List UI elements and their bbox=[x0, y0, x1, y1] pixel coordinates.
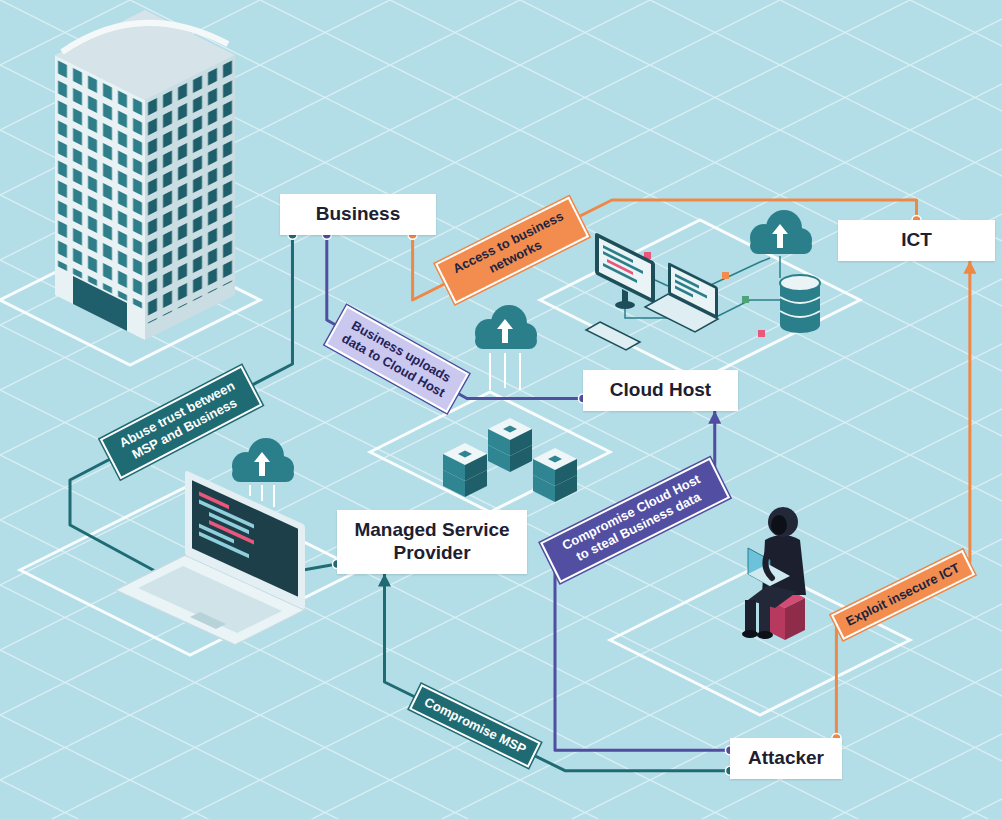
roof-curve bbox=[62, 23, 228, 52]
box-text: Attacker bbox=[740, 747, 832, 770]
windows bbox=[145, 55, 235, 325]
edge-label: Business uploads data to Cloud Host bbox=[337, 316, 456, 402]
server-cube bbox=[488, 418, 532, 456]
monitor bbox=[595, 232, 655, 304]
code-line bbox=[675, 280, 707, 299]
server-cube bbox=[533, 448, 577, 486]
roof bbox=[55, 10, 235, 100]
edge-label-tag: Compromise Cloud Host to steal Business … bbox=[540, 458, 730, 583]
edge-label: Compromise Cloud Host to steal Business … bbox=[552, 468, 717, 572]
database-top bbox=[780, 275, 820, 291]
server-cube bbox=[443, 443, 487, 481]
code-line bbox=[199, 499, 254, 528]
label-box: ICT bbox=[838, 220, 995, 261]
ict-equipment bbox=[586, 210, 820, 350]
code-line bbox=[199, 531, 249, 558]
msp-laptop bbox=[115, 438, 305, 645]
label-box: Business bbox=[280, 194, 436, 235]
building-right-face bbox=[145, 55, 235, 340]
edge-label-tag: Access to business networks bbox=[435, 196, 589, 303]
monitor-foot bbox=[615, 301, 635, 309]
keyboard bbox=[586, 322, 640, 350]
facade bbox=[145, 55, 235, 340]
edge-label-tag: Exploit insecure ICT bbox=[831, 550, 975, 640]
box-text: Managed Service Provider bbox=[347, 519, 517, 565]
stool-right bbox=[785, 598, 805, 640]
upload-line bbox=[490, 353, 520, 390]
platform bbox=[370, 392, 610, 512]
cloud-icon bbox=[750, 210, 812, 254]
edge-label-tag: Abuse trust between MSP and Business bbox=[100, 365, 262, 478]
label-box: Cloud Host bbox=[583, 370, 738, 411]
hood bbox=[768, 507, 798, 537]
monitor-frame bbox=[595, 232, 655, 304]
box-text: Business bbox=[290, 203, 426, 226]
cloud-icon bbox=[475, 305, 537, 349]
arm bbox=[765, 548, 772, 578]
code-line bbox=[603, 251, 643, 274]
laptop-screen bbox=[185, 470, 305, 610]
box-text: ICT bbox=[848, 229, 985, 252]
label-box: Managed Service Provider bbox=[337, 510, 527, 574]
database-ring bbox=[780, 297, 820, 317]
platform bbox=[610, 565, 910, 715]
edge-label-tag: Compromise MSP bbox=[409, 684, 541, 768]
monitor-screen bbox=[599, 238, 651, 298]
office-building bbox=[55, 10, 235, 340]
laptop-lid bbox=[185, 470, 305, 610]
face bbox=[771, 515, 787, 535]
code-line bbox=[675, 286, 693, 298]
edge-label-tag: Business uploads data to Cloud Host bbox=[325, 306, 469, 413]
label-box: Attacker bbox=[730, 738, 842, 779]
shin bbox=[759, 603, 770, 633]
platform bbox=[540, 220, 860, 380]
laptop-display bbox=[192, 480, 298, 597]
shoe bbox=[757, 631, 773, 639]
facade bbox=[55, 55, 145, 340]
code-line bbox=[603, 263, 637, 283]
database bbox=[780, 317, 820, 333]
box-text: Cloud Host bbox=[593, 379, 728, 402]
edge-label: Exploit insecure ICT bbox=[844, 560, 963, 630]
chip bbox=[742, 296, 749, 303]
shoe bbox=[742, 630, 758, 638]
edge-label: Access to business networks bbox=[448, 207, 577, 293]
cloud-host-servers bbox=[443, 305, 577, 502]
hacker-figure bbox=[742, 507, 806, 640]
laptop-base bbox=[645, 294, 718, 332]
edge-label: Abuse trust between MSP and Business bbox=[113, 376, 250, 469]
edge-label: Compromise MSP bbox=[421, 695, 528, 759]
connector bbox=[836, 261, 969, 738]
connector bbox=[385, 574, 731, 771]
chip bbox=[722, 272, 729, 279]
shin bbox=[745, 600, 756, 632]
cloud-icon bbox=[232, 438, 294, 482]
touchpad bbox=[190, 612, 226, 629]
chip bbox=[758, 330, 765, 337]
entrance bbox=[73, 276, 127, 331]
building-left-face bbox=[55, 55, 145, 340]
